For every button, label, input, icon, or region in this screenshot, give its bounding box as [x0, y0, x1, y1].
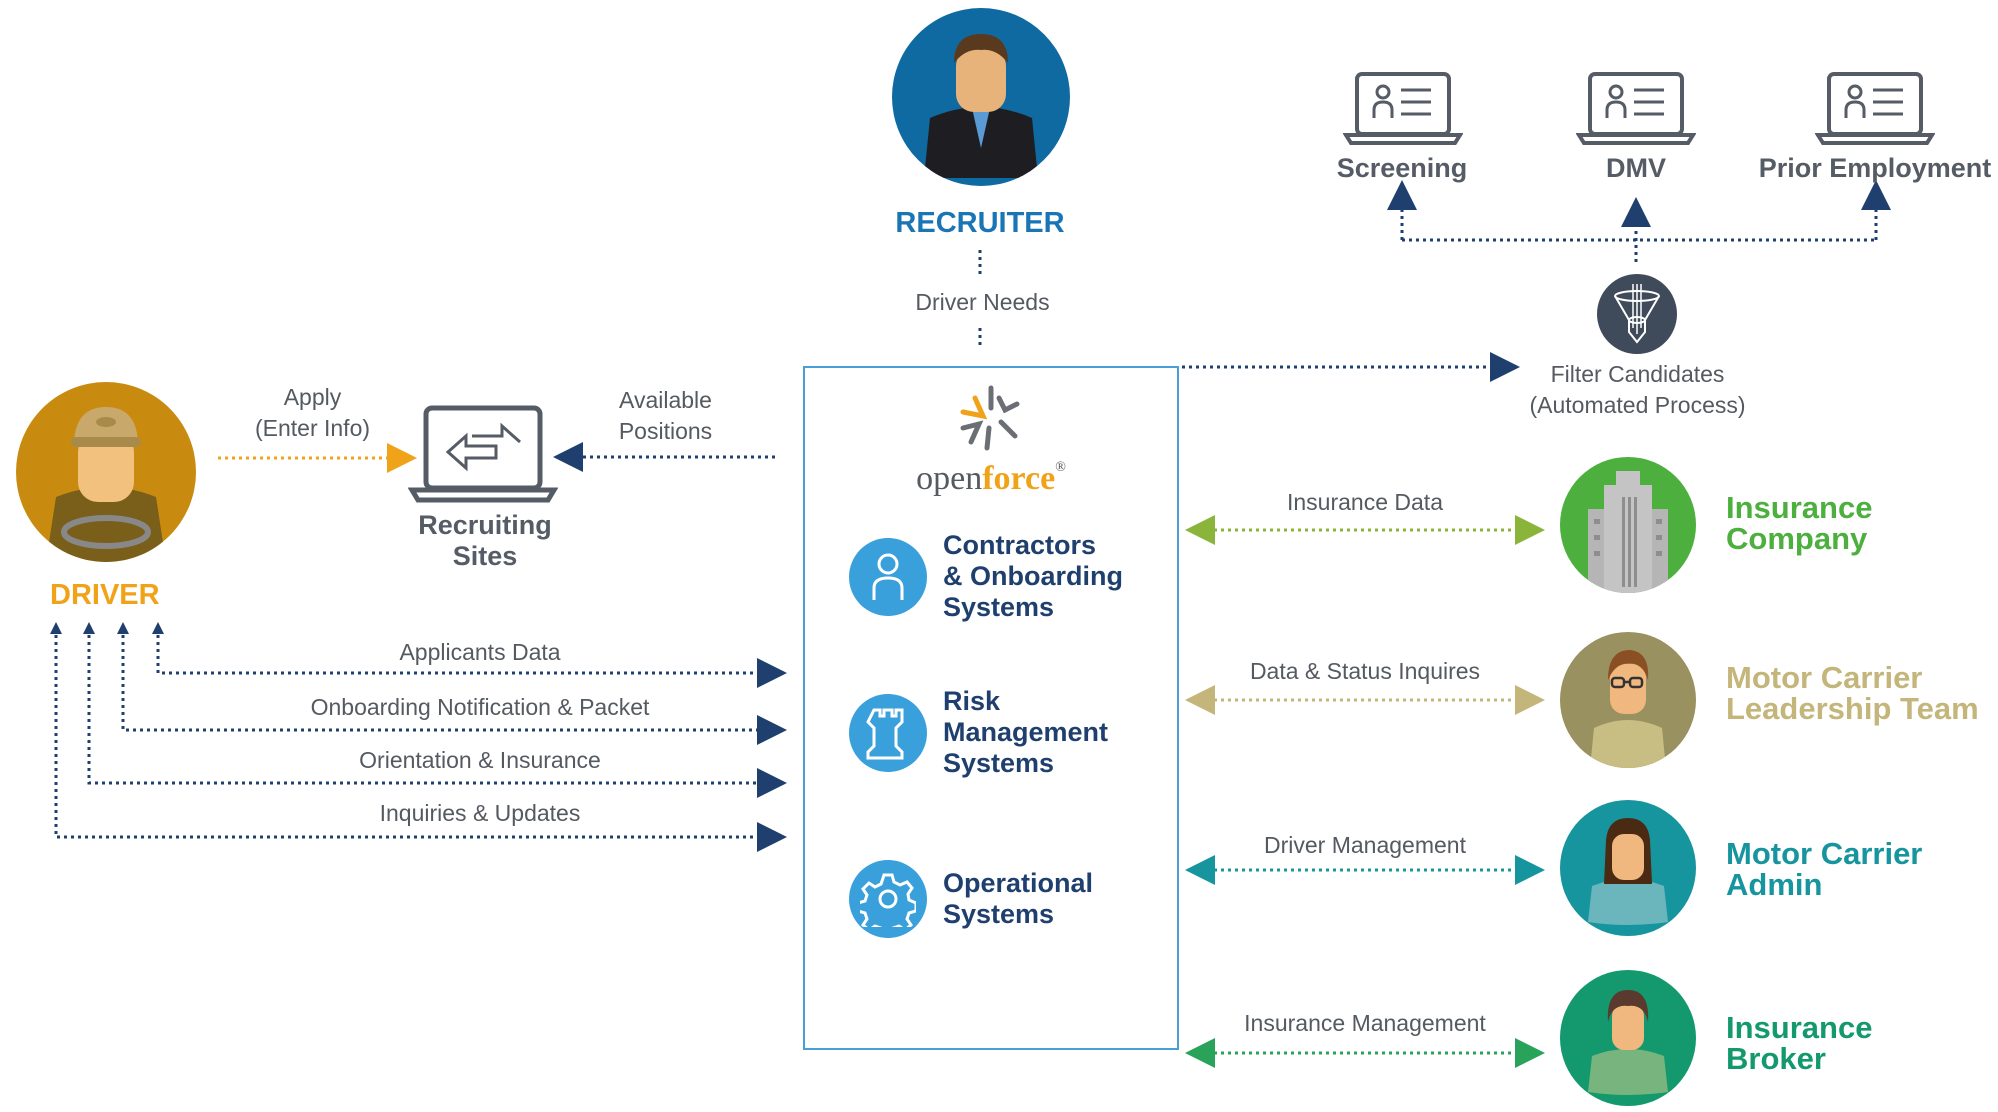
- funnel-icon: [1597, 274, 1677, 354]
- system-label: Contractors & Onboarding Systems: [943, 530, 1123, 622]
- onboarding-label: Onboarding Notification & Packet: [310, 694, 650, 720]
- system-label: Operational Systems: [943, 868, 1094, 929]
- check-dmv: [1573, 70, 1698, 146]
- party-name: Insurance Company: [1726, 490, 1873, 556]
- openforce-wordmark: openforce®: [805, 460, 1177, 498]
- driver-needs-label: Driver Needs: [915, 289, 1050, 315]
- check-prior-employment: [1812, 70, 1937, 146]
- businessman-icon: [924, 34, 1038, 178]
- recruiter-title: RECRUITER: [895, 207, 1065, 239]
- brand-force: force: [982, 460, 1056, 497]
- laptop-profile-icon: [1342, 72, 1463, 145]
- openforce-logo-mark: [960, 385, 1020, 451]
- recruiting-sites-title: Recruiting Sites: [418, 510, 552, 571]
- onboarding-arrow: [121, 635, 787, 745]
- applicants-data-label: Applicants Data: [399, 639, 561, 665]
- driver-avatar: [16, 382, 196, 562]
- system-contractors: Contractors & Onboarding Systems: [849, 530, 1123, 623]
- insurance-data-label: Insurance Data: [1287, 489, 1443, 515]
- recruiter-avatar: [892, 8, 1070, 186]
- check-label-prior-employment: Prior Employment: [1758, 153, 1992, 183]
- man-glasses-avatar: [1560, 632, 1696, 768]
- person-icon: [849, 537, 927, 616]
- brand-open: open: [916, 460, 983, 497]
- insurance-management-label: Insurance Management: [1244, 1010, 1486, 1036]
- apply-label: Apply (Enter Info): [254, 384, 371, 441]
- check-label-dmv: DMV: [1606, 153, 1666, 183]
- inquiries-label: Inquiries & Updates: [379, 800, 581, 826]
- check-screening: [1340, 70, 1465, 146]
- inquiries-arrow: [54, 635, 787, 852]
- orientation-label: Orientation & Insurance: [359, 747, 601, 773]
- party-name: Motor Carrier Admin: [1726, 836, 1923, 902]
- system-risk: Risk Management Systems: [849, 686, 1108, 779]
- rook-icon: [849, 693, 927, 772]
- laptop-profile-icon: [1814, 72, 1935, 145]
- driver-management-label: Driver Management: [1264, 832, 1466, 858]
- recruiting-sites-icon: [407, 404, 559, 509]
- system-operational: Operational Systems: [849, 860, 1093, 938]
- party-name: Motor Carrier Leadership Team: [1726, 660, 1979, 726]
- openforce-platform-box: openforce® Contractors & Onboarding Syst…: [803, 366, 1179, 1050]
- orientation-arrow: [87, 635, 787, 798]
- check-label-screening: Screening: [1336, 153, 1468, 183]
- party-name: Insurance Broker: [1726, 1010, 1873, 1076]
- applicants-data-arrow: [156, 635, 787, 688]
- filter-label: Filter Candidates (Automated Process): [1529, 361, 1746, 418]
- gear-icon: [849, 860, 927, 938]
- laptop-profile-icon: [1575, 72, 1696, 145]
- building-avatar: [1560, 457, 1696, 593]
- person-avatar: [1560, 970, 1696, 1106]
- driver-title: DRIVER: [50, 579, 160, 611]
- brand-reg: ®: [1055, 460, 1066, 475]
- data-status-label: Data & Status Inquires: [1249, 658, 1481, 684]
- available-positions-label: Available Positions: [618, 387, 713, 444]
- system-label: Risk Management Systems: [943, 686, 1109, 778]
- truck-driver-icon: [46, 407, 166, 562]
- woman-avatar: [1560, 800, 1696, 936]
